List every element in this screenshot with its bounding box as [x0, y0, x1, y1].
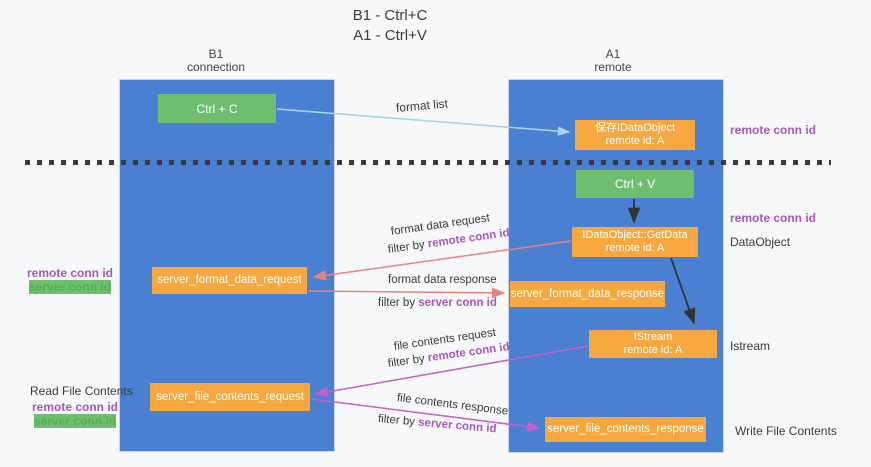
format-response-filter-label: filter by server conn id: [378, 297, 497, 309]
remote-conn-id-label-bottom-left: remote conn id: [32, 400, 119, 414]
write-file-contents-label: Write File Contents: [735, 424, 837, 438]
server-format-data-request-node: server_format_data_request: [152, 267, 307, 294]
filter-by-text: filter by: [378, 297, 419, 309]
format-data-response-edge-label: format data response: [388, 274, 497, 286]
server-conn-id-key: server conn id: [417, 416, 497, 436]
title-line-1: B1 - Ctrl+C: [352, 7, 428, 24]
file-response-filter-label: filter by server conn id: [377, 413, 496, 435]
server-conn-id-label-bottom-left: server conn id: [34, 414, 117, 428]
server-format-data-request-label: server_format_data_request: [157, 274, 302, 286]
server-conn-id-label-mid-left: server conn id: [29, 280, 112, 294]
server-file-contents-response-label: server_file_contents_response: [547, 423, 704, 435]
ctrl-c-node: Ctrl + C: [158, 94, 276, 123]
lane-b1-sub: connection: [186, 60, 246, 74]
file-contents-response-edge-label: file contents response: [396, 392, 509, 418]
retained-idataobject-line2: remote id: A: [605, 135, 665, 147]
format-list-edge-label: format list: [395, 96, 449, 115]
getdata-line2: remote id: A: [605, 242, 665, 254]
server-format-data-response-node: server_format_data_response: [510, 281, 665, 307]
ctrl-v-label: Ctrl + V: [614, 177, 656, 191]
ctrl-c-label: Ctrl + C: [196, 101, 238, 116]
filter-by-text: filter by: [377, 413, 419, 429]
format-request-to-response-arrow: [307, 287, 506, 299]
server-file-contents-request-node: server_file_contents_request: [150, 383, 310, 411]
filter-by-text: filter by: [387, 238, 429, 256]
istream-line1: IStream: [633, 331, 673, 343]
retained-idataobject-node: 保存IDataObject remote id: A: [575, 120, 695, 150]
remote-conn-id-label-mid-right: remote conn id: [730, 211, 817, 225]
filter-by-text: filter by: [387, 352, 429, 370]
session-separator-dashed-line: [25, 160, 831, 165]
server-format-data-response-label: server_format_data_response: [510, 287, 665, 300]
title-line-2: A1 - Ctrl+V: [353, 27, 427, 44]
getdata-line1: IDataObject::GetData: [582, 229, 688, 241]
istream-node: IStream remote id: A: [589, 330, 717, 358]
lane-a1-sub: remote: [594, 60, 632, 74]
lane-a1-name: A1: [605, 47, 621, 61]
lane-b1-name: B1: [208, 47, 224, 61]
server-file-contents-request-label: server_file_contents_request: [156, 390, 304, 403]
ctrl-v-node: Ctrl + V: [576, 170, 694, 198]
idataobject-getdata-node: IDataObject::GetData remote id: A: [572, 227, 698, 257]
server-file-contents-response-node: server_file_contents_response: [545, 417, 706, 442]
remote-conn-id-label-top-right: remote conn id: [730, 123, 817, 137]
istream-side-label: Istream: [730, 339, 771, 353]
read-file-contents-label: Read File Contents: [30, 384, 133, 398]
dataobject-label: DataObject: [730, 235, 791, 249]
retained-idataobject-line1: 保存IDataObject: [594, 122, 676, 134]
istream-line2: remote id: A: [623, 344, 683, 356]
remote-conn-id-label-mid-left: remote conn id: [27, 266, 114, 280]
server-conn-id-key: server conn id: [418, 297, 497, 309]
diagram-title: B1 - Ctrl+C A1 - Ctrl+V: [0, 6, 780, 46]
lane-header-b1: B1 connection: [156, 48, 276, 74]
lane-header-a1: A1 remote: [553, 48, 673, 74]
